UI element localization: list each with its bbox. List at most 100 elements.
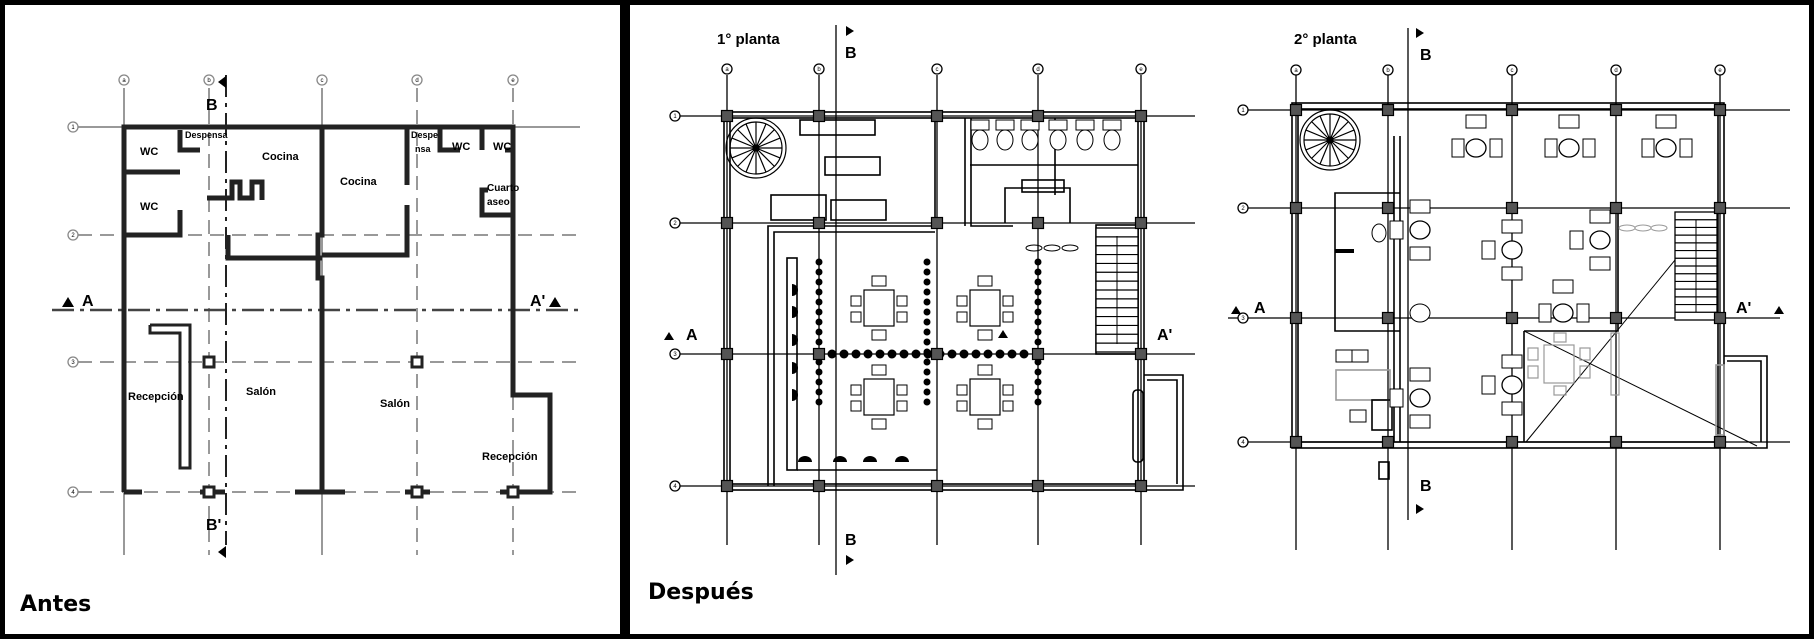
section-label-a: A bbox=[1254, 300, 1266, 317]
structural-column bbox=[720, 109, 734, 123]
room-label-cuarto-aseo: Cuarto bbox=[487, 183, 519, 194]
planter-bead bbox=[1034, 388, 1042, 396]
bar-stool bbox=[863, 456, 877, 462]
planter-bead bbox=[1034, 378, 1042, 386]
planter-bead bbox=[923, 378, 931, 386]
chair bbox=[896, 295, 908, 307]
stair-tread bbox=[755, 147, 767, 173]
lamp bbox=[1618, 224, 1636, 232]
armchair bbox=[1501, 219, 1523, 234]
armchair bbox=[1409, 367, 1431, 382]
chair bbox=[1002, 400, 1014, 412]
structural-column bbox=[1609, 201, 1623, 215]
structural-columns bbox=[1289, 103, 1727, 449]
grid-lines bbox=[78, 88, 580, 555]
planter-bead bbox=[815, 308, 823, 316]
room-label-cocina: Cocina bbox=[262, 151, 300, 163]
planter-bead bbox=[815, 338, 823, 346]
grid-bubble bbox=[67, 229, 79, 241]
planter-bead bbox=[923, 318, 931, 326]
planter-bead bbox=[923, 258, 931, 266]
grid-bubble bbox=[669, 348, 681, 360]
grid-row-label: 3 bbox=[71, 360, 75, 366]
room-label-wc: WC bbox=[452, 141, 470, 153]
grid-bubble bbox=[1135, 63, 1147, 75]
chair bbox=[850, 384, 862, 396]
planter-bead bbox=[875, 349, 885, 359]
stair-tread bbox=[755, 129, 775, 149]
planter-bead bbox=[815, 388, 823, 396]
armchair bbox=[1501, 354, 1523, 369]
lamp bbox=[1025, 244, 1043, 252]
section-arrow-icon bbox=[846, 26, 854, 36]
structural-column bbox=[1505, 201, 1519, 215]
grid-bubble bbox=[931, 63, 943, 75]
stair-tread bbox=[1311, 121, 1331, 141]
toilet-bowl bbox=[996, 129, 1014, 151]
section-arrow-icon bbox=[1231, 306, 1241, 314]
stair-tread bbox=[1305, 139, 1331, 151]
chair bbox=[1002, 311, 1014, 323]
toilet-tank bbox=[1075, 119, 1095, 131]
armchair bbox=[1589, 209, 1611, 224]
grid-bubble bbox=[507, 74, 519, 86]
stair-tread bbox=[745, 123, 757, 149]
structural-column bbox=[1609, 103, 1623, 117]
structural-column bbox=[1031, 109, 1045, 123]
planter-bead bbox=[959, 349, 969, 359]
room-label-despensa: Despensa bbox=[185, 130, 229, 140]
grid-bubble bbox=[669, 217, 681, 229]
structural-column bbox=[1134, 109, 1148, 123]
straight-stair bbox=[1674, 211, 1718, 321]
planter-bead bbox=[899, 349, 909, 359]
armchair bbox=[1558, 114, 1580, 129]
room-label-salon: Salón bbox=[246, 386, 276, 398]
room-label-wc: WC bbox=[493, 141, 511, 153]
section-label-b: B bbox=[206, 97, 218, 114]
armchair bbox=[1589, 256, 1611, 271]
toilet-tank bbox=[995, 119, 1015, 131]
bar-stool bbox=[798, 456, 812, 462]
structural-column bbox=[1289, 311, 1303, 325]
section-label-b: B bbox=[1420, 478, 1432, 495]
structural-column bbox=[812, 479, 826, 493]
section-arrow-icon bbox=[218, 76, 226, 88]
armchair bbox=[1465, 114, 1487, 129]
chair bbox=[956, 384, 968, 396]
grid-bubble bbox=[1237, 202, 1249, 214]
grid-bubble bbox=[67, 486, 79, 498]
structural-column bbox=[1031, 216, 1045, 230]
grid-column-label: a bbox=[1294, 68, 1298, 74]
stair-tread bbox=[731, 137, 757, 149]
structural-column bbox=[1505, 103, 1519, 117]
section-label-a-prime: A' bbox=[530, 293, 545, 310]
grid-column-label: c bbox=[321, 78, 324, 84]
armchair bbox=[1569, 230, 1584, 250]
grid-row-label: 3 bbox=[1241, 316, 1245, 322]
armchair bbox=[1679, 138, 1693, 158]
lounge-furniture bbox=[1335, 114, 1693, 429]
structural-column bbox=[1713, 435, 1727, 449]
grid-column-label: a bbox=[725, 67, 729, 73]
armchair bbox=[1409, 414, 1431, 429]
toilet-bowl bbox=[971, 129, 989, 151]
chair bbox=[956, 311, 968, 323]
round-table bbox=[1409, 303, 1431, 323]
chair bbox=[896, 311, 908, 323]
straight-stair bbox=[1095, 227, 1139, 353]
planter-bead bbox=[815, 398, 823, 406]
chair bbox=[956, 400, 968, 412]
grid-column-label: d bbox=[415, 78, 418, 84]
section-arrow-icon bbox=[664, 332, 674, 340]
grid-bubble bbox=[1032, 63, 1044, 75]
structural-column bbox=[1031, 347, 1045, 361]
structural-column bbox=[812, 347, 826, 361]
grid-bubble bbox=[669, 480, 681, 492]
planter-bead bbox=[1034, 308, 1042, 316]
floor1-plan: 1° planta bbox=[664, 25, 1195, 575]
office-chair bbox=[1351, 349, 1369, 363]
room-label-salon: Salón bbox=[380, 398, 410, 410]
chair bbox=[871, 364, 887, 376]
planter-bead bbox=[1034, 298, 1042, 306]
stair-tread bbox=[737, 147, 757, 167]
